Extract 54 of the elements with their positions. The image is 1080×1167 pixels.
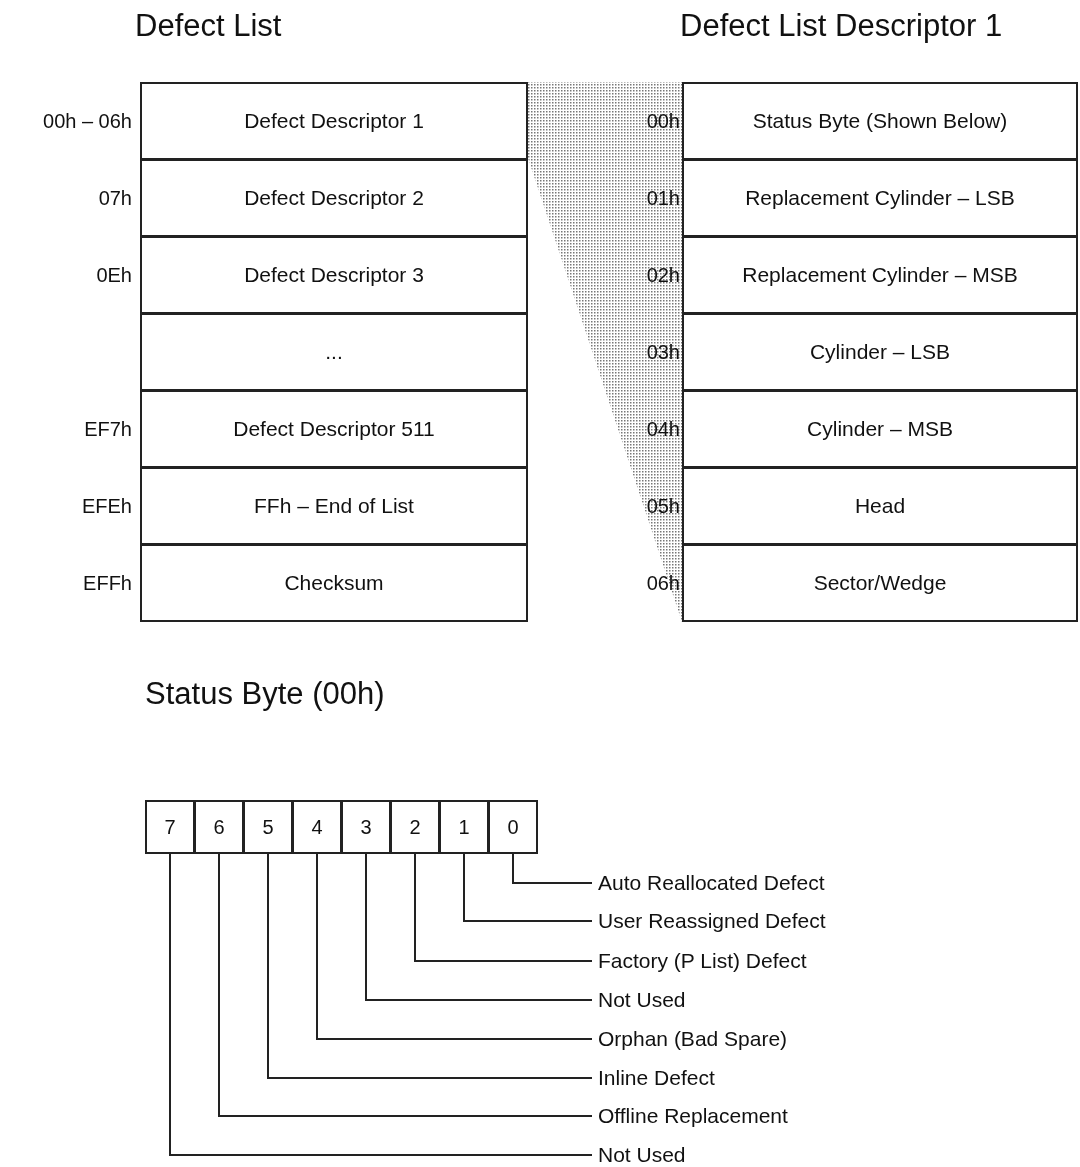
offset-label: 04h xyxy=(646,417,680,441)
offset-label: 03h xyxy=(646,340,680,364)
bit-cell: 4 xyxy=(292,800,342,854)
table-row: Sector/Wedge xyxy=(682,544,1078,622)
offset-label: 0Eh xyxy=(96,263,132,287)
leader-line xyxy=(512,853,593,884)
table-row: FFh – End of List xyxy=(140,467,528,545)
leader-line xyxy=(218,853,593,1117)
bit-cell: 1 xyxy=(439,800,489,854)
table-row: Defect Descriptor 2 xyxy=(140,159,528,237)
bit-cell: 6 xyxy=(194,800,244,854)
bit-description: Auto Reallocated Defect xyxy=(598,871,825,895)
section-heading: Defect List Descriptor 1 xyxy=(680,8,1003,44)
table-row: Cylinder – MSB xyxy=(682,390,1078,468)
table-row: ... xyxy=(140,313,528,391)
section-heading: Status Byte (00h) xyxy=(145,676,385,712)
bit-description: Inline Defect xyxy=(598,1066,715,1090)
offset-label: 02h xyxy=(646,263,680,287)
table-row: Replacement Cylinder – MSB xyxy=(682,236,1078,314)
section-heading: Defect List xyxy=(135,8,282,44)
offset-label: EF7h xyxy=(84,417,132,441)
leader-line xyxy=(365,853,593,1001)
table-row: Status Byte (Shown Below) xyxy=(682,82,1078,160)
bit-description: Not Used xyxy=(598,988,686,1012)
table-row: Head xyxy=(682,467,1078,545)
offset-label: EFEh xyxy=(81,494,132,518)
leader-line xyxy=(169,853,593,1156)
leader-line xyxy=(267,853,593,1079)
table-row: Checksum xyxy=(140,544,528,622)
offset-label: 07h xyxy=(98,186,132,210)
table-row: Defect Descriptor 511 xyxy=(140,390,528,468)
offset-label: 06h xyxy=(646,571,680,595)
offset-label: 05h xyxy=(646,494,680,518)
bit-description: Not Used xyxy=(598,1143,686,1167)
offset-label: 01h xyxy=(646,186,680,210)
offset-label: 00h xyxy=(646,109,680,133)
table-row: Defect Descriptor 3 xyxy=(140,236,528,314)
bit-description: Orphan (Bad Spare) xyxy=(598,1027,788,1051)
table-row: Replacement Cylinder – LSB xyxy=(682,159,1078,237)
leader-line xyxy=(463,853,593,922)
bit-cell: 5 xyxy=(243,800,293,854)
bit-description: Factory (P List) Defect xyxy=(598,949,807,973)
table-row: Defect Descriptor 1 xyxy=(140,82,528,160)
bit-cell: 3 xyxy=(341,800,391,854)
bit-cell: 0 xyxy=(488,800,538,854)
table-row: Cylinder – LSB xyxy=(682,313,1078,391)
leader-line xyxy=(316,853,593,1040)
bit-description: Offline Replacement xyxy=(598,1104,788,1128)
bit-cell: 7 xyxy=(145,800,195,854)
offset-label: EFFh xyxy=(83,571,132,595)
offset-label: 00h – 06h xyxy=(43,109,132,133)
bit-cell: 2 xyxy=(390,800,440,854)
leader-line xyxy=(414,853,593,962)
bit-description: User Reassigned Defect xyxy=(598,909,826,933)
